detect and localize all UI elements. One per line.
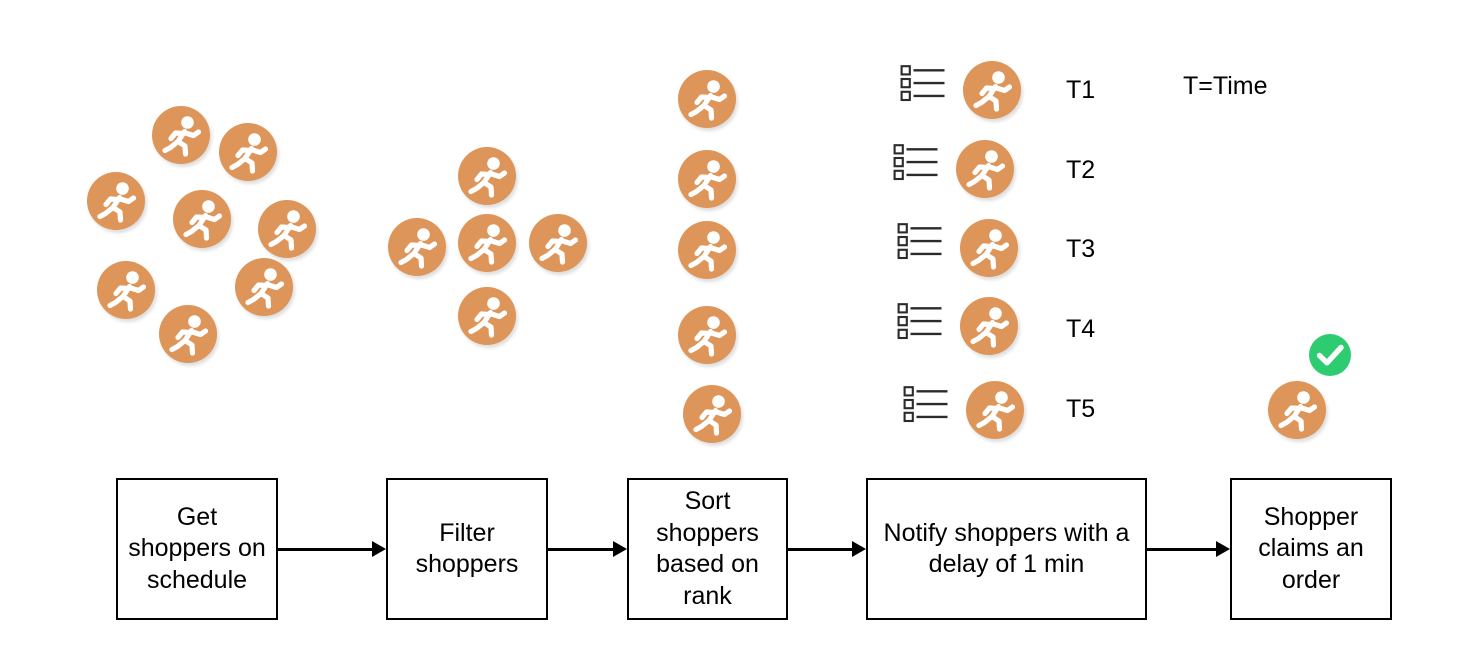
running-person-icon [458,147,516,205]
running-person-icon [966,381,1024,439]
shopper-avatar [458,214,516,272]
running-person-icon [458,287,516,345]
time-label-t5: T5 [1066,395,1096,423]
shopper-avatar [458,287,516,345]
shopper-avatar [678,306,736,364]
checklist-icon [903,385,951,425]
shopper-avatar [683,385,741,443]
shopper-avatar [152,106,210,164]
running-person-icon [678,70,736,128]
shopper-avatar [963,61,1021,119]
process-box-notify-shoppers[interactable]: Notify shoppers with a delay of 1 min [866,478,1147,620]
arrow-filter-to-sort [548,540,627,558]
running-person-icon [235,258,293,316]
process-box-label: Sort shoppers based on rank [656,487,759,610]
running-person-icon [1268,381,1326,439]
checklist-icon [897,222,945,262]
time-label-t3: T3 [1066,235,1096,263]
process-box-label: Filter shoppers [415,518,519,579]
running-person-icon [458,214,516,272]
shopper-avatar [97,261,155,319]
running-person-icon [219,123,277,181]
shopper-avatar [219,123,277,181]
checklist-icon [893,143,941,183]
process-box-label: Get shoppers on schedule [128,502,266,594]
running-person-icon [258,200,316,258]
check-circle-icon [1308,333,1352,377]
legend-time-label: T=Time [1183,72,1268,100]
process-box-sort-shoppers[interactable]: Sort shoppers based on rank [627,478,788,620]
running-person-icon [963,61,1021,119]
time-label-t4: T4 [1066,315,1096,343]
shopper-avatar [529,214,587,272]
running-person-icon [87,172,145,230]
shopper-avatar [966,381,1024,439]
running-person-icon [683,385,741,443]
running-person-icon [956,140,1014,198]
running-person-icon [388,218,446,276]
process-box-shopper-claims[interactable]: Shopper claims an order [1230,478,1392,620]
process-box-label: Shopper claims an order [1258,502,1364,594]
process-box-get-shoppers[interactable]: Get shoppers on schedule [116,478,278,620]
time-label-t1: T1 [1066,76,1096,104]
shopper-avatar [388,218,446,276]
running-person-icon [960,297,1018,355]
shopper-avatar [956,140,1014,198]
shopper-avatar [173,190,231,248]
running-person-icon [529,214,587,272]
running-person-icon [960,219,1018,277]
arrow-sort-to-notify [788,540,866,558]
shopper-avatar [458,147,516,205]
arrow-notify-to-claims [1147,540,1230,558]
shopper-avatar [87,172,145,230]
shopper-avatar [678,150,736,208]
running-person-icon [678,306,736,364]
process-box-label: Notify shoppers with a delay of 1 min [883,518,1130,579]
shopper-avatar [258,200,316,258]
shopper-avatar [1268,381,1326,439]
shopper-avatar [678,221,736,279]
running-person-icon [159,305,217,363]
checklist-icon [897,302,945,342]
process-box-filter-shoppers[interactable]: Filter shoppers [386,478,548,620]
arrow-get-to-filter [278,540,386,558]
shopper-avatar [678,70,736,128]
running-person-icon [678,150,736,208]
running-person-icon [97,261,155,319]
shopper-avatar [960,219,1018,277]
checklist-icon [900,64,948,104]
shopper-avatar [235,258,293,316]
running-person-icon [678,221,736,279]
time-label-t2: T2 [1066,156,1096,184]
shopper-avatar [960,297,1018,355]
running-person-icon [173,190,231,248]
running-person-icon [152,106,210,164]
shopper-avatar [159,305,217,363]
